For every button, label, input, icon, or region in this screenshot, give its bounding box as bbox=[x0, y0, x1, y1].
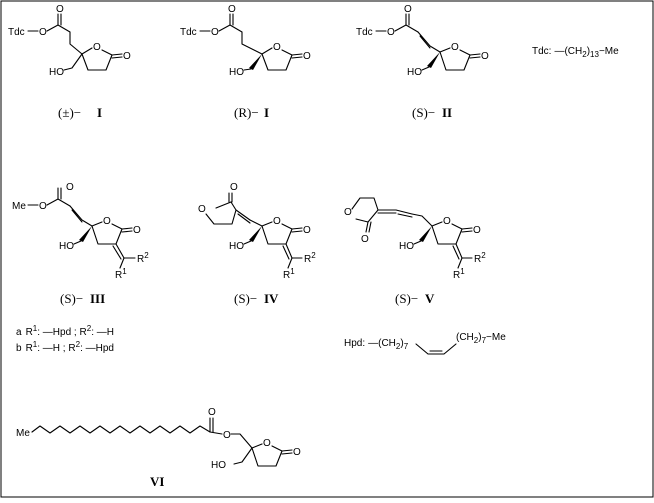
compound-label-prefix: (S)− bbox=[60, 291, 83, 306]
compound-S-IV: O O O O R2 R1 HO (S)− IV bbox=[198, 182, 316, 306]
methyl-label: Me bbox=[12, 201, 26, 212]
compound-VI: Me O O O O HO VI bbox=[16, 407, 301, 489]
svg-text:(CH2)7−Me: (CH2)7−Me bbox=[456, 332, 506, 345]
svg-text:R2: R2 bbox=[474, 251, 486, 265]
compound-racemic-I: Tdc O O O O HO (±)− I bbox=[8, 4, 131, 120]
lactone-oxygen-label: O bbox=[303, 51, 311, 62]
methyl-label: Me bbox=[16, 428, 30, 439]
ring-oxygen-label: O bbox=[443, 216, 451, 227]
r2-label: R bbox=[304, 254, 311, 265]
ring-oxygen-2-label: O bbox=[198, 204, 206, 215]
tdc-chain-label: Tdc bbox=[356, 27, 373, 38]
r1-sup: 1 bbox=[460, 267, 465, 276]
ring-oxygen-label: O bbox=[103, 216, 111, 227]
hydroxy-label: HO bbox=[407, 67, 422, 78]
tdc-def-tail: −Me bbox=[599, 46, 619, 57]
ester-oxygen-label: O bbox=[211, 27, 219, 38]
hydroxy-label: HO bbox=[211, 460, 226, 471]
r2-sup: 2 bbox=[311, 251, 316, 260]
hydroxy-label: HO bbox=[229, 67, 244, 78]
compound-label-prefix: (S)− bbox=[412, 105, 435, 120]
svg-text:R1: R1 bbox=[283, 267, 295, 281]
r1-label: R bbox=[453, 270, 460, 281]
tdc-chain-label: Tdc bbox=[8, 27, 25, 38]
compound-label-number: III bbox=[90, 291, 105, 306]
tdc-def-sub13: 13 bbox=[590, 50, 599, 59]
hydroxy-label: HO bbox=[399, 241, 414, 252]
compound-label-prefix: (±)− bbox=[58, 105, 81, 120]
r2-sup: 2 bbox=[481, 251, 486, 260]
ring-oxygen-2-label: O bbox=[344, 207, 352, 218]
ester-oxygen-label: O bbox=[223, 430, 231, 441]
compound-S-II: Tdc O O O O HO (S)− II bbox=[356, 4, 489, 120]
ester-oxygen-label: O bbox=[39, 201, 47, 212]
r1-sup: 1 bbox=[122, 267, 127, 276]
carbonyl-oxygen-label: O bbox=[208, 407, 216, 418]
compound-label-prefix: (S)− bbox=[395, 291, 418, 306]
note-a-tag: a bbox=[16, 327, 22, 338]
svg-text:Hpd:—(CH2)7: Hpd:—(CH2)7 bbox=[344, 338, 409, 351]
svg-text:R1: R1 bbox=[453, 267, 465, 281]
r2-label: R bbox=[474, 254, 481, 265]
svg-text:R2: R2 bbox=[137, 251, 149, 265]
ring-oxygen-label: O bbox=[451, 42, 459, 53]
r1-label: R bbox=[283, 270, 290, 281]
compound-S-III: Me O O O O R2 R1 HO (S)− III bbox=[12, 182, 149, 306]
hydroxy-label: HO bbox=[59, 241, 74, 252]
tdc-def-name: Tdc: bbox=[532, 46, 551, 57]
r2-label: R bbox=[137, 254, 144, 265]
tdc-def-formula: —(CH bbox=[554, 46, 582, 57]
lactone-oxygen-label: O bbox=[133, 225, 141, 236]
carbonyl-oxygen-label: O bbox=[56, 4, 64, 15]
compound-label-number: I bbox=[97, 105, 102, 120]
compound-S-V: O O O O R2 R1 HO (S)− V bbox=[344, 197, 486, 306]
svg-text:Tdc:—(CH2)13−Me: Tdc:—(CH2)13−Me bbox=[532, 46, 619, 59]
hpd-definition: Hpd:—(CH2)7 (CH2)7−Me bbox=[344, 332, 506, 355]
ring-oxygen-label: O bbox=[273, 42, 281, 53]
compound-label-number: IV bbox=[264, 291, 279, 306]
r1-sup: 1 bbox=[290, 267, 295, 276]
carbonyl-oxygen-label: O bbox=[66, 182, 74, 193]
ester-oxygen-label: O bbox=[39, 27, 47, 38]
compound-label-number: VI bbox=[150, 474, 164, 489]
tdc-def-close: ) bbox=[587, 46, 590, 57]
compound-R-I: Tdc O O O O HO (R)− I bbox=[180, 4, 311, 120]
carbonyl-oxygen-label: O bbox=[228, 4, 236, 15]
lactone-oxygen-label: O bbox=[123, 51, 131, 62]
carbonyl-oxygen-label: O bbox=[230, 182, 238, 193]
tdc-chain-label: Tdc bbox=[180, 27, 197, 38]
compound-label-number: V bbox=[425, 291, 435, 306]
hydroxy-label: HO bbox=[229, 241, 244, 252]
carbonyl-oxygen-label: O bbox=[361, 234, 369, 245]
ester-oxygen-label: O bbox=[387, 27, 395, 38]
lactone-oxygen-label: O bbox=[481, 51, 489, 62]
lactone-oxygen-label: O bbox=[303, 225, 311, 236]
r1-label: R bbox=[115, 270, 122, 281]
hydroxy-label: HO bbox=[49, 67, 64, 78]
lactone-oxygen-label: O bbox=[473, 225, 481, 236]
r2-sup: 2 bbox=[144, 251, 149, 260]
hpd-def-name: Hpd: bbox=[344, 338, 365, 349]
ring-oxygen-label: O bbox=[263, 438, 271, 449]
compound-label-number: II bbox=[442, 105, 452, 120]
carbonyl-oxygen-label: O bbox=[404, 4, 412, 15]
compound-label-prefix: (R)− bbox=[234, 105, 259, 120]
svg-text:R1: R1 bbox=[115, 267, 127, 281]
lactone-oxygen-label: O bbox=[293, 447, 301, 458]
note-b-tag: b bbox=[16, 343, 22, 354]
ring-oxygen-label: O bbox=[273, 216, 281, 227]
tdc-definition: Tdc:—(CH2)13−Me bbox=[532, 46, 619, 59]
compound-label-number: I bbox=[264, 105, 269, 120]
compound-label-prefix: (S)− bbox=[234, 291, 257, 306]
tdc-def-sub: 2 bbox=[582, 50, 587, 59]
svg-text:R2: R2 bbox=[304, 251, 316, 265]
ring-oxygen-label: O bbox=[93, 42, 101, 53]
